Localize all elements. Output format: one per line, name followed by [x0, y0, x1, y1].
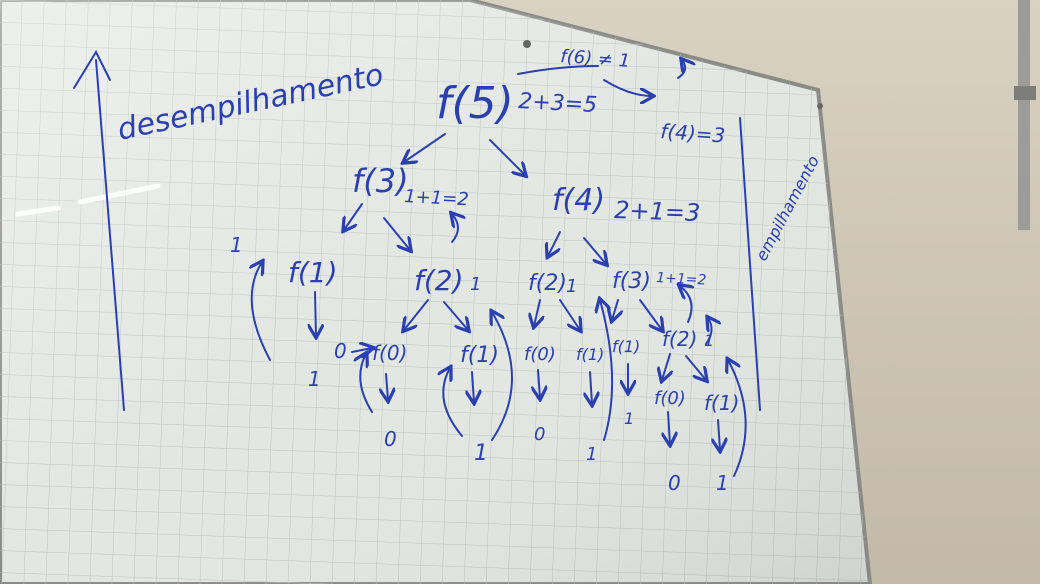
return-curve — [705, 318, 712, 345]
node-call: f(0) — [654, 388, 686, 409]
node-return: 0 — [668, 471, 681, 495]
edge — [344, 203, 363, 230]
node-call: f(1) — [288, 256, 338, 289]
node-return: 1 — [470, 274, 481, 295]
node-call: f(1) — [576, 345, 604, 364]
node-call: f(1) — [704, 391, 739, 415]
note-top-right: f(4)=3 — [660, 119, 726, 147]
edge — [662, 353, 670, 380]
root-connector — [517, 65, 599, 75]
edge — [443, 301, 468, 330]
node-result: 2+1=3 — [614, 196, 701, 227]
edge — [472, 371, 474, 402]
node-return: 0 — [384, 427, 397, 451]
edge — [639, 299, 662, 330]
node-call: f(2) — [414, 264, 464, 297]
edge — [534, 299, 540, 326]
node-return: 1 — [566, 276, 577, 297]
light-glare — [15, 183, 161, 217]
return-curve — [443, 368, 463, 437]
node-call: f(2) — [528, 271, 567, 296]
edge — [386, 373, 388, 400]
board-screw — [817, 103, 823, 109]
node-return: 1 — [624, 409, 634, 428]
node-call: f(3) — [352, 162, 409, 200]
wall-pipe — [1018, 0, 1030, 230]
return-curve — [677, 60, 685, 79]
node-result: 1+1=2 — [656, 270, 707, 289]
unstack-arrow — [95, 59, 125, 411]
node-call: f(1) — [460, 343, 499, 368]
edge — [489, 139, 525, 175]
unstack-arrow-head — [73, 49, 111, 89]
leaf-return: 1 — [308, 367, 321, 391]
node-call: f(2) — [662, 327, 697, 351]
return-curve — [600, 300, 614, 441]
root-result: 2+3=5 — [518, 89, 598, 118]
return-curve — [728, 360, 747, 477]
edge — [404, 133, 446, 162]
edge — [404, 299, 429, 330]
edge — [612, 299, 618, 320]
wall-pipe-bracket — [1014, 86, 1036, 100]
node-call: f(4) — [552, 183, 605, 218]
node-call: f(3) — [612, 269, 651, 294]
board-screw — [523, 40, 531, 48]
edge — [548, 231, 561, 256]
node-call: f(1) — [612, 337, 640, 356]
note-top: f(6) ≠ 1 — [560, 46, 631, 72]
node-result: 1+1=2 — [404, 186, 470, 210]
edge — [383, 217, 410, 250]
node-return: 0 — [534, 424, 545, 445]
edge — [718, 419, 720, 450]
node-return: 1 — [586, 444, 597, 465]
stack-line — [739, 117, 761, 411]
root-call: f(5) — [436, 78, 514, 129]
zero-label: 0 — [334, 339, 347, 363]
edge — [559, 299, 580, 330]
node-return: 1 — [704, 331, 714, 350]
zero-arrow — [351, 348, 372, 352]
whiteboard-shading — [0, 0, 870, 584]
edge — [583, 237, 606, 264]
node-call: f(0) — [524, 344, 556, 365]
edge — [315, 291, 316, 336]
return-curve — [492, 312, 513, 441]
node-return: 1 — [716, 471, 729, 495]
return-curve — [680, 286, 692, 323]
edge — [668, 411, 670, 444]
edge — [603, 79, 652, 96]
return-curve — [252, 262, 271, 361]
edge — [685, 355, 706, 380]
edge — [590, 371, 592, 404]
edge — [538, 369, 540, 398]
node-call: f(0) — [372, 341, 407, 365]
return-curve — [452, 214, 458, 243]
node-return: 1 — [474, 441, 488, 466]
return-curve — [360, 354, 373, 413]
leaf-return: 1 — [230, 233, 243, 257]
